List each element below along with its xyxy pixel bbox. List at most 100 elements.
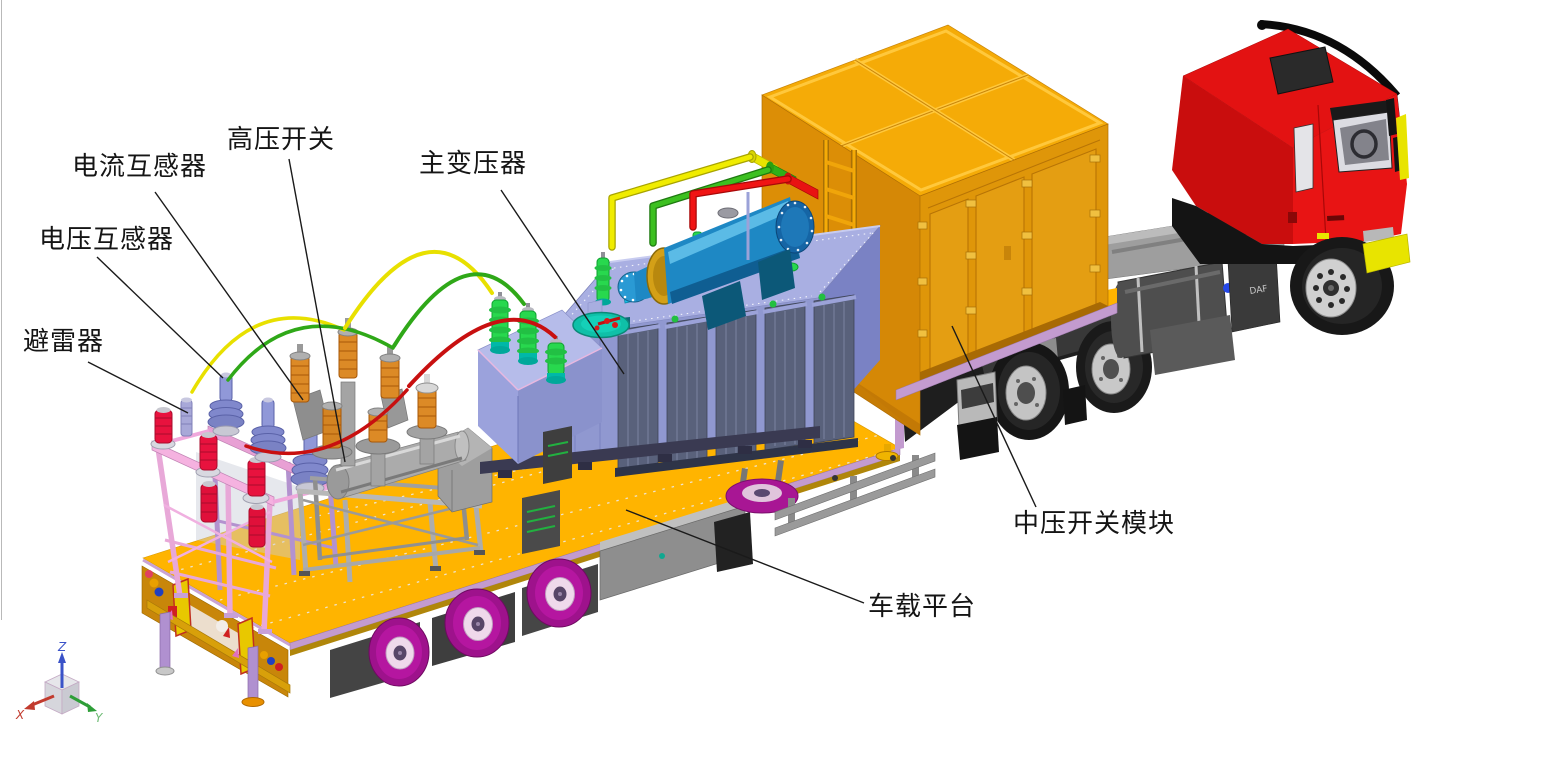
cab-interior <box>1340 119 1389 165</box>
leader-lines <box>87 158 1037 604</box>
arrester-1 <box>154 407 173 444</box>
mud-flap-rear <box>957 417 999 460</box>
cable-green-2 <box>392 272 526 348</box>
fin-pack-1 <box>615 322 661 473</box>
tail-light-red <box>145 570 153 578</box>
pipe-yellow <box>609 154 753 250</box>
door-window-strip <box>1293 123 1314 193</box>
arrester-4 <box>200 481 218 523</box>
leader-main-transformer <box>500 189 625 375</box>
small-insulator <box>180 397 193 437</box>
leg-foot-3 <box>258 629 272 634</box>
label-lightning-arrester: 避雷器 <box>23 327 105 357</box>
duct-saddle-1 <box>702 281 746 330</box>
cable-red-1 <box>244 388 409 456</box>
flexible-cables <box>190 249 557 456</box>
z-axis-label: Z <box>57 640 67 654</box>
cab-step <box>1363 227 1394 242</box>
roof-roll-bar <box>1259 20 1401 99</box>
gooseneck-beam-front <box>895 302 1118 401</box>
arrester-3 <box>247 457 266 497</box>
truck-rear-wheel-1 <box>989 342 1069 440</box>
end-recess <box>190 605 245 662</box>
aux-boxes <box>522 426 572 554</box>
ct-5 <box>367 407 389 443</box>
z-arrowhead <box>58 652 66 663</box>
cable-red-2 <box>407 317 557 388</box>
trailer-wheel-3 <box>526 558 592 628</box>
vt-1 <box>207 372 245 437</box>
front-bumper-yellow <box>1362 233 1411 274</box>
label-current-transformer: 电流互感器 <box>72 152 208 182</box>
truck-cab <box>1172 20 1409 268</box>
label-high-voltage-switch: 高压开关 <box>227 125 336 155</box>
leader-vehicle-platform <box>625 509 865 604</box>
fin-pack-4 <box>762 300 808 451</box>
trailer-wheel-1 <box>368 617 430 687</box>
bumper-mark-2 <box>232 648 239 658</box>
main-transformer-unit <box>477 225 881 554</box>
label-medium-voltage-switch-module: 中压开关模块 <box>1013 509 1176 539</box>
roof-seam-cross-line <box>854 59 1015 161</box>
leg-foot-1 <box>174 593 188 598</box>
mirror-upper <box>1386 98 1397 136</box>
ct-3 <box>379 346 401 399</box>
bushing-2 <box>517 303 539 365</box>
duct-hatch <box>717 207 739 219</box>
truck-tractor: DAF <box>902 20 1411 460</box>
door-hinges <box>917 154 1101 338</box>
mud-flap-mid <box>1063 385 1087 425</box>
right-flange-bolts <box>777 201 814 252</box>
tail-light-amber <box>149 578 159 588</box>
leader-lightning-arrester <box>87 361 189 414</box>
x-arrowhead <box>24 701 35 710</box>
leg-foot-2 <box>224 613 238 618</box>
landing-leg-1 <box>159 611 171 671</box>
leader-mv-switch-module <box>951 325 1037 508</box>
label-voltage-transformer: 电压互感器 <box>39 225 175 255</box>
landing-leg-2 <box>247 645 259 703</box>
battery-box-plate <box>961 383 994 409</box>
truck-brand-text: DAF <box>1249 284 1268 297</box>
cable-yellow-1 <box>190 316 346 394</box>
toolbox-top <box>600 497 745 551</box>
oil-pipes <box>608 153 792 251</box>
triad-cube-right <box>61 681 80 715</box>
door-seam <box>1317 104 1327 241</box>
sunroof-hatch <box>1269 46 1334 95</box>
label-main-transformer: 主变压器 <box>419 149 528 179</box>
duct-body <box>664 197 800 304</box>
ct-1 <box>289 344 311 403</box>
end-triangle-2 <box>223 627 230 638</box>
end-red-box <box>168 606 177 617</box>
radiator-fins <box>615 293 858 477</box>
headlamp-strip <box>1396 114 1409 180</box>
cab-vent <box>1288 212 1297 223</box>
x-axis <box>31 694 55 707</box>
label-vehicle-platform: 车载平台 <box>868 592 977 622</box>
roof-border <box>766 29 1104 192</box>
cable-green-1 <box>226 324 395 382</box>
ct-4 <box>415 374 439 429</box>
y-axis-label: Y <box>95 711 104 725</box>
end-light-4 <box>267 657 275 665</box>
jack-stem <box>884 444 891 454</box>
steering-wheel <box>1350 129 1378 159</box>
mud-flap-trailer <box>714 512 753 572</box>
door-face-bottom <box>920 302 1108 381</box>
arrester-5 <box>248 504 266 548</box>
voltage-transformers <box>207 372 330 494</box>
cab-left-side <box>1172 76 1293 244</box>
y-axis <box>69 694 91 709</box>
blue-cable-duct <box>617 192 815 330</box>
toolbox-latch <box>659 553 665 559</box>
bushing-4 <box>594 252 612 306</box>
landing-foot-2 <box>241 697 265 707</box>
leader-current-transformer <box>154 191 304 401</box>
door-header-seam <box>927 139 1101 209</box>
axis-triad: Z X Y <box>15 640 104 725</box>
chassis-box <box>1150 315 1235 375</box>
y-arrowhead <box>87 703 97 712</box>
